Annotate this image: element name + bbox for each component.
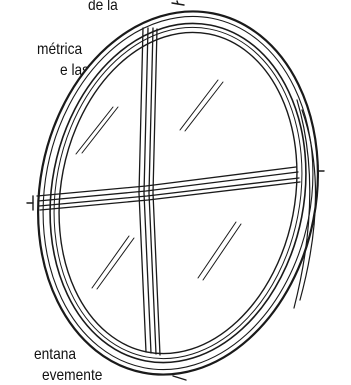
- window-frame: [37, 10, 319, 376]
- frame-depth-edge: [293, 99, 317, 309]
- text-fragment: de la: [88, 0, 118, 14]
- horizontal-muntin: [36, 166, 301, 211]
- text-fragment: métrica: [37, 41, 83, 58]
- frame-tick-marks: [26, 0, 325, 381]
- vertical-muntin: [138, 27, 161, 356]
- text-fragment: entana: [34, 346, 77, 363]
- text-fragment: evemente: [42, 367, 103, 384]
- glass-reflection-marks: [75, 79, 242, 290]
